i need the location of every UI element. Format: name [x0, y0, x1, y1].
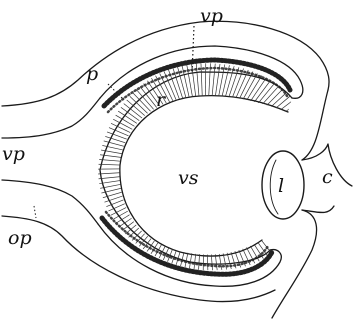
retina-hatch-line — [174, 226, 191, 294]
retina-hatch-line — [171, 43, 189, 111]
retina-hatch-line — [75, 164, 145, 166]
retina-hatch-line — [257, 103, 318, 138]
label-op: op — [8, 227, 32, 249]
retina-hatch-line — [79, 182, 147, 199]
retina-hatch-line — [78, 140, 146, 155]
pigment-layer-top — [104, 60, 290, 106]
label-vs: vs — [178, 167, 199, 189]
retina-hatch-line — [92, 197, 153, 231]
outer-skin-bottom-line — [2, 216, 275, 302]
retina-hatch-line — [76, 152, 146, 161]
retina-hatch-line — [209, 228, 214, 298]
retina-hatch-line — [194, 39, 200, 109]
retina-hatch-line — [88, 112, 151, 142]
retina-hatch-line — [223, 225, 244, 292]
retina-hatch-line — [75, 171, 145, 175]
retina-hatch-line — [222, 43, 241, 110]
retina-hatch-line — [260, 114, 324, 143]
retina-hatch-line — [218, 227, 233, 296]
retina-hatch-line — [225, 225, 249, 291]
retina-hatch-line — [249, 80, 300, 128]
label-l: l — [278, 175, 284, 197]
retina-hatch-line — [262, 125, 328, 148]
label-c: c — [322, 166, 333, 188]
outer-skin-top-line — [2, 21, 329, 106]
retina-hatch-line — [211, 39, 218, 109]
retina-hatch-line — [89, 195, 152, 226]
retina-hatch-line — [208, 38, 212, 108]
label-vp-top: vp — [200, 5, 223, 27]
retina-hatch-line — [219, 42, 235, 110]
retina-hatch-line — [251, 84, 304, 129]
retina-hatch-line — [90, 107, 152, 140]
retina-hatch-line — [76, 174, 146, 181]
retina-hatch-line — [79, 134, 147, 152]
retina-hatch-line — [220, 226, 238, 294]
retina-hatch-line — [263, 136, 331, 153]
retina-hatch-line — [258, 109, 320, 141]
label-vp-left: vp — [2, 143, 25, 165]
retina-hatch-line — [75, 169, 145, 170]
leader-line-vp-top — [192, 26, 194, 74]
retina-hatch-line — [200, 38, 203, 108]
label-r: r — [156, 89, 167, 111]
retina-hatch-line — [82, 187, 148, 210]
retina-hatch-line — [168, 226, 188, 293]
retina-hatch-line — [80, 185, 147, 205]
retina-hatch-line — [214, 39, 224, 108]
optic-stalk-upper-wall — [2, 98, 100, 138]
retina-hatch-line — [83, 123, 149, 147]
label-p: p — [86, 63, 98, 85]
retina-hatch-line — [76, 177, 145, 187]
retina-hatch-line — [262, 130, 329, 150]
retina-hatch-line — [254, 93, 311, 133]
retina-hatch-line — [253, 89, 309, 132]
retina-hatch-line — [207, 228, 209, 298]
retina-hatch-line — [224, 45, 246, 111]
leader-line-op — [34, 206, 36, 218]
retina-hatch-line — [75, 158, 145, 164]
retina-hatch-line — [205, 38, 206, 108]
